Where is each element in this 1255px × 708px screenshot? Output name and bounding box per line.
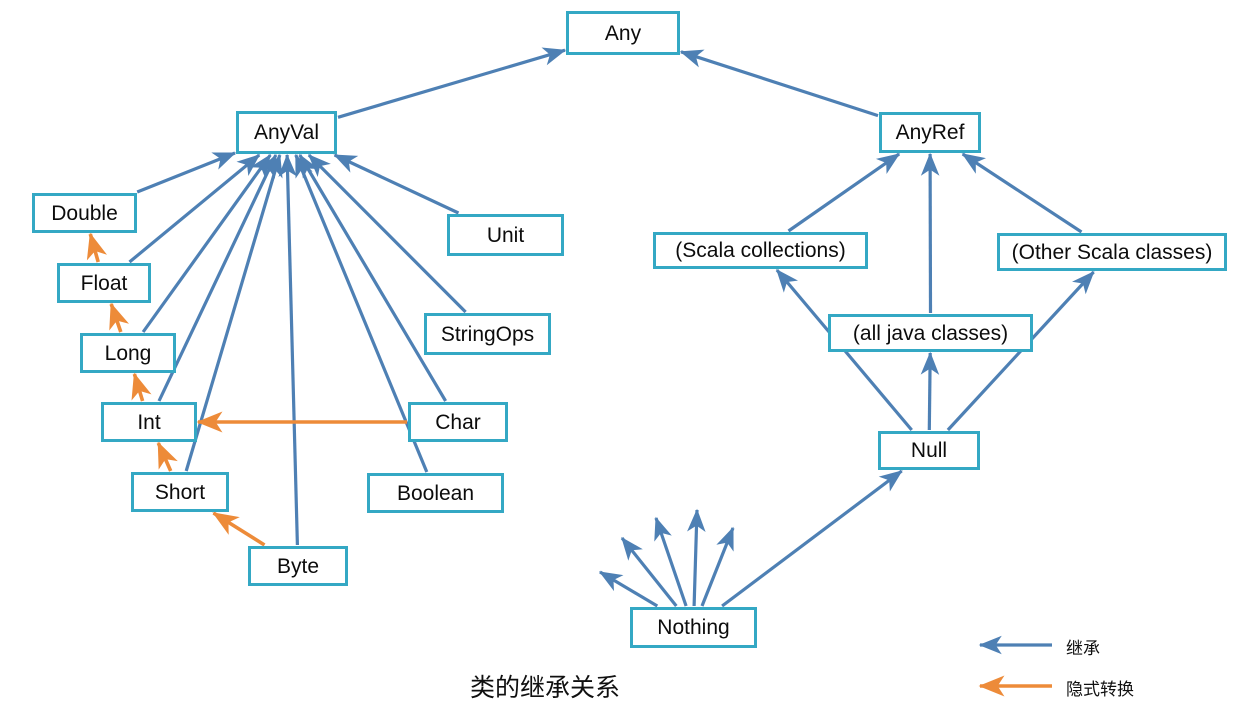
node-short[interactable]: Short	[131, 472, 229, 512]
edge-inheritance-unit-to-anyval	[333, 153, 460, 215]
edge-implicit-byte-to-short	[212, 511, 266, 547]
edge-inheritance-nothing-to-fan3	[654, 516, 688, 607]
edge-inheritance-stringops-to-anyval	[307, 153, 467, 314]
node-anyref[interactable]: AnyRef	[879, 112, 981, 153]
edge-inheritance-nothing-to-fan5	[700, 526, 735, 607]
edge-inheritance-long-to-anyval	[141, 153, 272, 333]
edge-inheritance-anyval-to-any	[337, 47, 567, 119]
legend-label-inheritance: 继承	[1066, 639, 1100, 659]
node-all_java[interactable]: (all java classes)	[828, 314, 1033, 352]
edge-implicit-int-to-long	[131, 372, 152, 402]
node-scala_collections[interactable]: (Scala collections)	[653, 232, 868, 269]
node-stringops[interactable]: StringOps	[424, 313, 551, 355]
node-null[interactable]: Null	[878, 431, 980, 470]
node-double[interactable]: Double	[32, 193, 137, 233]
legend-label-implicit: 隐式转换	[1066, 680, 1134, 700]
node-other_scala[interactable]: (Other Scala classes)	[997, 233, 1227, 271]
edge-inheritance-null-to-all_java	[920, 351, 940, 431]
node-nothing[interactable]: Nothing	[630, 607, 757, 648]
edge-inheritance-short-to-anyval	[184, 153, 283, 472]
node-any[interactable]: Any	[566, 11, 680, 55]
node-int[interactable]: Int	[101, 402, 197, 442]
edge-inheritance-char-to-anyval	[298, 153, 447, 402]
node-long[interactable]: Long	[80, 333, 176, 373]
node-byte[interactable]: Byte	[248, 546, 348, 586]
node-boolean[interactable]: Boolean	[367, 473, 504, 513]
edge-inheritance-nothing-to-fan4	[687, 508, 706, 607]
diagram-caption: 类的继承关系	[470, 673, 621, 702]
node-float[interactable]: Float	[57, 263, 151, 303]
edge-inheritance-int-to-anyval	[157, 153, 278, 402]
edge-implicit-long-to-float	[109, 302, 130, 333]
node-char[interactable]: Char	[408, 402, 508, 442]
edge-implicit-short-to-int	[156, 441, 178, 472]
edge-inheritance-float-to-anyval	[128, 153, 261, 264]
node-unit[interactable]: Unit	[447, 214, 564, 256]
edge-inheritance-nothing-to-fan1	[598, 570, 659, 608]
edge-inheritance-scala_collections-to-anyref	[787, 152, 901, 233]
edge-implicit-float-to-double	[86, 232, 107, 263]
edge-inheritance-double-to-anyval	[136, 151, 237, 194]
edge-inheritance-nothing-to-null	[721, 469, 903, 608]
edge-inheritance-byte-to-anyval	[278, 153, 299, 546]
edge-inheritance-other_scala-to-anyref	[961, 152, 1083, 234]
edge-inheritance-nothing-to-fan2	[620, 536, 678, 607]
edge-inheritance-anyref-to-any	[679, 49, 879, 118]
node-anyval[interactable]: AnyVal	[236, 111, 337, 154]
